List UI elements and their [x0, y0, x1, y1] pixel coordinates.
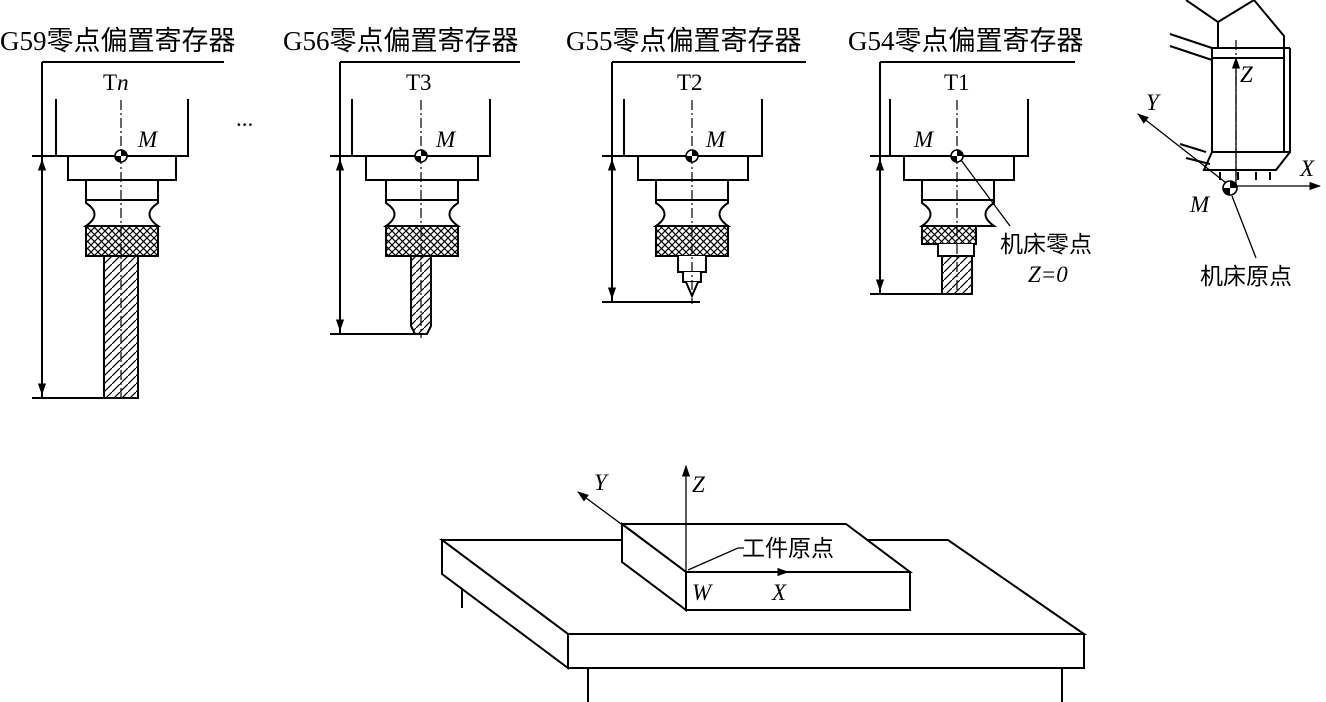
tool-label-tn: Tn	[103, 70, 129, 95]
machine-axis-y-label: Y	[1146, 90, 1161, 115]
work-origin-w-label: W	[692, 580, 713, 605]
tool-assembly-t1: T1 M 机床零点 Z=0	[870, 61, 1092, 296]
machine-origin-caption: 机床原点	[1200, 264, 1292, 289]
work-origin-caption: 工件原点	[742, 536, 834, 561]
tool-assembly-tn: Tn M	[32, 61, 224, 400]
origin-label-m-tn: M	[137, 127, 159, 152]
workpiece: Z Y X W 工件原点	[577, 464, 913, 612]
tool-label-t3: T3	[406, 70, 432, 95]
origin-label-m-t3: M	[435, 127, 457, 152]
ellipsis: ...	[236, 106, 253, 131]
tool-label-t1: T1	[944, 70, 970, 95]
tool-assembly-t2: T2 M	[602, 61, 806, 304]
register-heading-g55: G55零点偏置寄存器	[566, 26, 802, 56]
register-heading-g54: G54零点偏置寄存器	[848, 26, 1084, 56]
origin-label-m-t1: M	[913, 127, 935, 152]
machine-zero-z-equals-0: Z=0	[1028, 262, 1068, 287]
register-heading-g56: G56零点偏置寄存器	[283, 26, 519, 56]
work-axis-x-label: X	[771, 580, 787, 605]
work-axis-y-label: Y	[594, 470, 609, 495]
machine-spindle-head: Z Y X M 机床原点	[1137, 0, 1322, 289]
work-axis-z-label: Z	[692, 472, 705, 497]
tool-assembly-t3: T3 M	[330, 61, 520, 338]
tool-label-t2: T2	[677, 70, 703, 95]
machine-origin-m-label: M	[1189, 192, 1211, 217]
register-heading-g59: G59零点偏置寄存器	[0, 26, 236, 56]
machine-axis-x-label: X	[1299, 156, 1315, 181]
origin-label-m-t2: M	[705, 127, 727, 152]
machine-axis-z-label: Z	[1240, 62, 1253, 87]
machine-zero-callout: 机床零点	[1000, 232, 1092, 257]
